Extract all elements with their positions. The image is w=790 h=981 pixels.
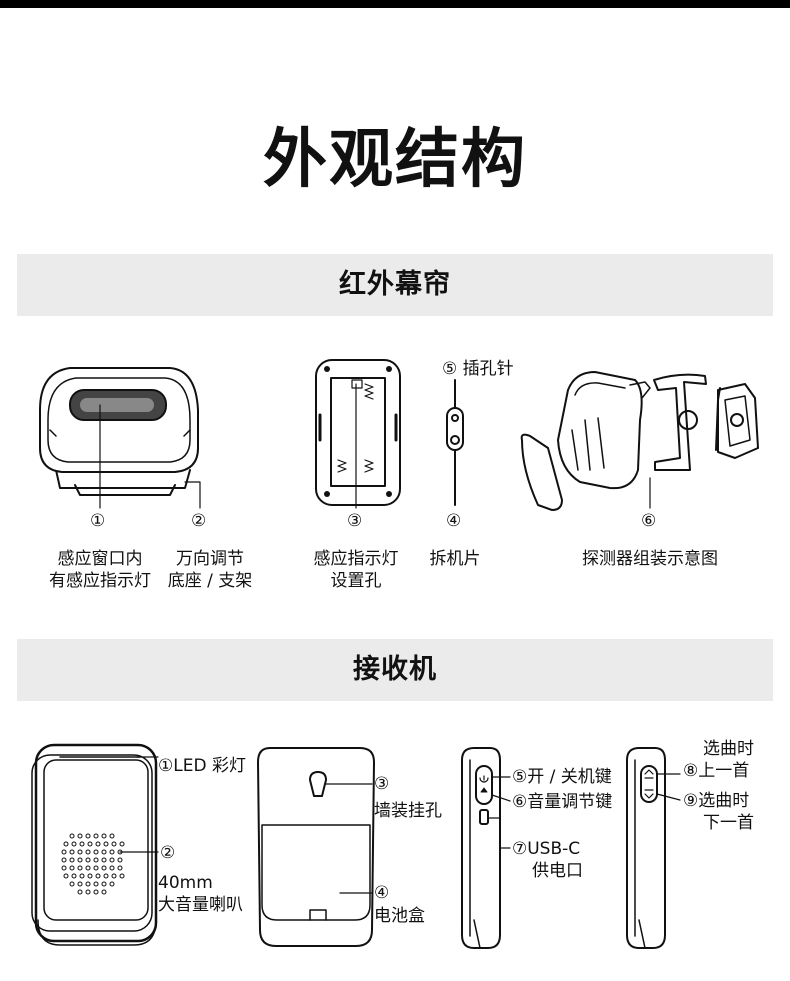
- marker-speaker: ②: [160, 842, 175, 864]
- label-usb-c: ⑦USB-C 供电口: [512, 838, 583, 882]
- label-line: 有感应指示灯: [30, 570, 170, 592]
- assembly-illustration: [522, 372, 758, 510]
- marker-6: ⑥: [641, 510, 656, 532]
- receiver-side-illustration: [462, 748, 500, 948]
- label-indicator-setting-hole: 感应指示灯 设置孔: [296, 548, 416, 592]
- label-battery: 电池盒: [374, 905, 425, 927]
- label-line: 设置孔: [296, 570, 416, 592]
- marker-wall-hole: ③: [374, 773, 389, 795]
- label-previous-track: 选曲时 ⑧上一首: [683, 738, 754, 782]
- label-line: 感应窗口内: [30, 548, 170, 570]
- label-line: ⑦USB-C: [512, 838, 583, 860]
- marker-4: ④: [446, 510, 461, 532]
- label-line: 万向调节: [150, 548, 270, 570]
- label-line: 供电口: [512, 860, 583, 882]
- label-line: 感应指示灯: [296, 548, 416, 570]
- label-led: ①LED 彩灯: [158, 746, 258, 786]
- label-opener: 拆机片: [415, 548, 495, 570]
- receiver-side-track-illustration: [627, 748, 665, 948]
- label-speaker: 40mm 大音量喇叭: [158, 872, 243, 916]
- label-power-key: ⑤开 / 关机键: [512, 766, 612, 788]
- label-assembly: 探测器组装示意图: [560, 548, 740, 570]
- label-line: ⑨选曲时: [683, 790, 754, 812]
- label-line: 底座 / 支架: [150, 570, 270, 592]
- marker-2: ②: [191, 510, 206, 532]
- label-bracket: 万向调节 底座 / 支架: [150, 548, 270, 592]
- marker-1: ①: [90, 510, 105, 532]
- label-wall-hole: 墙装挂孔: [374, 800, 442, 822]
- label-sensor-window: 感应窗口内 有感应指示灯: [30, 548, 170, 592]
- label-next-track: ⑨选曲时 下一首: [683, 790, 754, 834]
- label-line: ⑧上一首: [683, 760, 754, 782]
- pin-tool-illustration: [447, 380, 463, 505]
- label-pin: ⑤ 插孔针: [442, 358, 514, 380]
- detector-front-illustration: [40, 368, 198, 495]
- marker-battery: ④: [374, 882, 389, 904]
- label-line: 大音量喇叭: [158, 894, 243, 916]
- label-line: 下一首: [683, 812, 754, 834]
- receiver-back-illustration: [258, 748, 374, 946]
- receiver-front-illustration: [32, 745, 156, 945]
- label-line: 40mm: [158, 872, 243, 894]
- label-volume-key: ⑥音量调节键: [512, 791, 612, 813]
- marker-3: ③: [347, 510, 362, 532]
- label-line: 选曲时: [683, 738, 754, 760]
- detector-back-illustration: [316, 360, 400, 505]
